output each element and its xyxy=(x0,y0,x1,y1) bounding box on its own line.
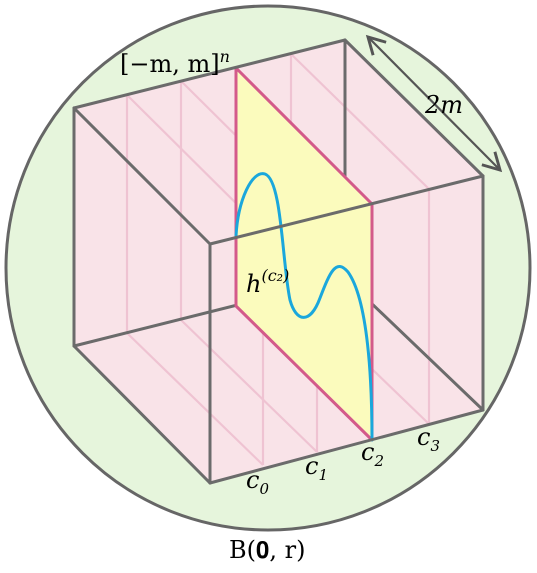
slice-function-superscript: (c₂) xyxy=(261,266,289,285)
slice-marker-c0: c0 xyxy=(246,466,269,498)
slice-marker-c3: c3 xyxy=(417,423,440,455)
slice-marker-c2: c2 xyxy=(361,438,384,470)
side-length-arrow xyxy=(365,34,503,173)
ball-label: B(𝟎, r) xyxy=(229,536,305,564)
cube-label-exponent: n xyxy=(220,47,230,66)
slice-graph-curve xyxy=(234,172,374,442)
side-length-label: 2m xyxy=(424,91,463,119)
slice-marker-c1: c1 xyxy=(305,452,328,484)
cube-label: [−m, m]n xyxy=(120,47,230,78)
slice-function-label: h(c₂) xyxy=(246,266,289,298)
